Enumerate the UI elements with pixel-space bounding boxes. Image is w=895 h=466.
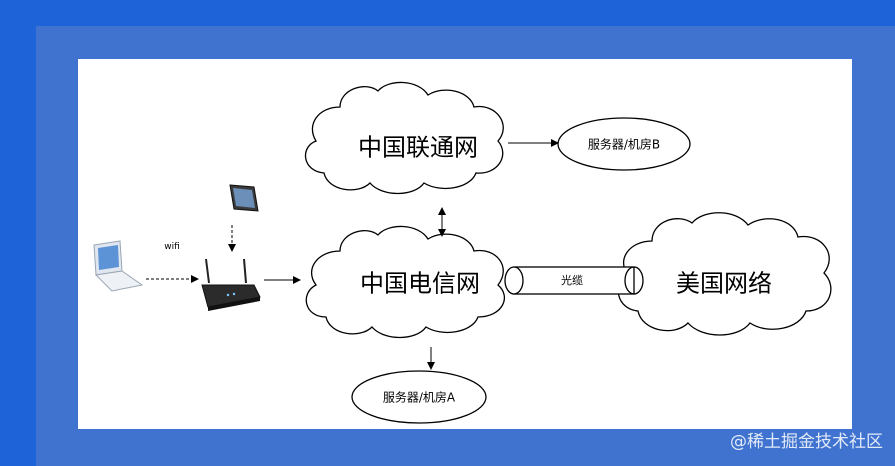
server-b-label: 服务器/机房B: [587, 137, 661, 152]
unicom-label: 中国联通网: [358, 133, 478, 162]
laptop-icon: [93, 240, 144, 292]
telecom-label: 中国电信网: [360, 269, 480, 298]
network-diagram: [93, 81, 832, 424]
us-network-label: 美国网络: [676, 269, 772, 298]
telecom-cloud: [305, 225, 506, 339]
cable-link: [504, 266, 644, 295]
unicom-cloud: [305, 81, 504, 195]
us-network-cloud: [617, 212, 832, 336]
router-icon: [201, 258, 261, 311]
watermark: @稀土掘金技术社区: [730, 432, 883, 452]
cable-label: 光缆: [561, 274, 583, 287]
tablet-icon: [229, 184, 259, 212]
diagram-canvas: 中国联通网 中国电信网 美国网络 服务器/机房B 服务器/机房A 光缆 wifi: [78, 59, 852, 429]
server-a-label: 服务器/机房A: [382, 390, 456, 405]
server-a-node: [351, 370, 487, 424]
wifi-label: wifi: [164, 242, 180, 252]
